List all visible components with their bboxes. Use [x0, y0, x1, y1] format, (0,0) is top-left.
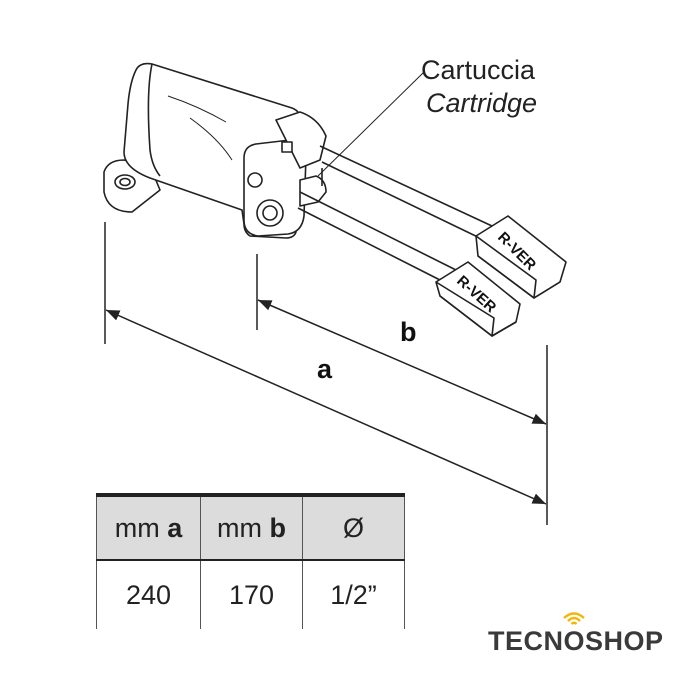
dimensions-table: mm a mm b Ø 240 170 1/2” — [96, 493, 405, 629]
cartridge-label-en: Cartridge — [426, 88, 538, 118]
wifi-icon — [563, 612, 585, 625]
cartridge-callout: Cartuccia Cartridge — [421, 54, 537, 120]
dimension-a-line — [105, 309, 547, 505]
table-row: 240 170 1/2” — [96, 560, 405, 629]
table-header-row: mm a mm b Ø — [96, 493, 405, 561]
dimension-b-label: b — [400, 317, 417, 347]
valve-head — [243, 111, 327, 237]
table-cell-b: 170 — [200, 560, 303, 629]
table-header-diameter: Ø — [302, 493, 405, 561]
table-header-a: mm a — [96, 493, 201, 561]
pedal-upper: R-VER — [475, 215, 567, 299]
brand-logo: TECNOSHOP — [488, 612, 664, 657]
cartridge-leader-line — [317, 71, 425, 177]
brand-name: TECNOSHOP — [488, 626, 664, 656]
dimension-lines — [104, 222, 548, 525]
cartridge-label-it: Cartuccia — [421, 55, 536, 85]
actuating-rods — [297, 145, 493, 281]
table-header-b: mm b — [200, 493, 303, 561]
table-cell-diameter: 1/2” — [302, 560, 405, 629]
dimension-a-label: a — [317, 354, 333, 384]
table-cell-a: 240 — [96, 560, 201, 629]
